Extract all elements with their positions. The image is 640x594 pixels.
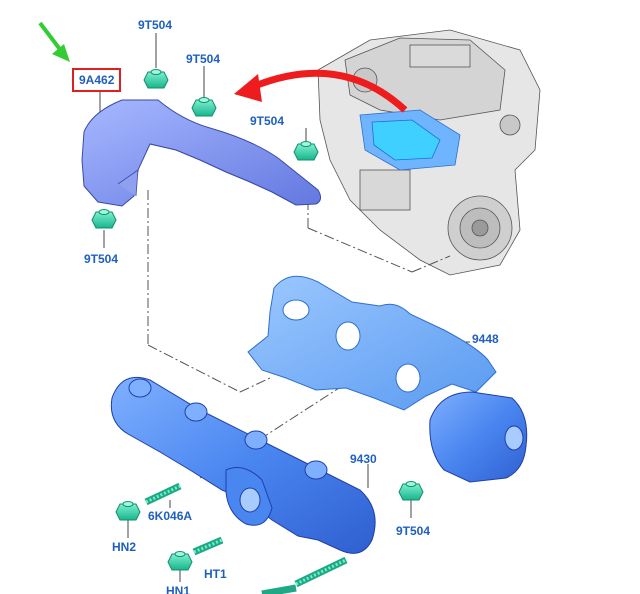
nut-lower-right — [398, 481, 424, 501]
gasket-part — [247, 275, 497, 411]
stud-ht1 — [192, 536, 224, 556]
red-curved-arrow-icon — [234, 69, 408, 113]
stud-lower — [294, 556, 348, 588]
nut-right-label[interactable]: 9T504 — [250, 114, 285, 128]
engine-illustration — [317, 29, 541, 276]
nut-left-label[interactable]: 9T504 — [84, 252, 119, 266]
nut-top-left — [143, 69, 169, 89]
studs — [144, 482, 348, 594]
nut-left — [91, 209, 117, 229]
nut-lower-right-label[interactable]: 9T504 — [396, 524, 431, 538]
nut-top-left-label[interactable]: 9T504 — [138, 18, 173, 32]
nuts — [91, 69, 424, 571]
stud-ht1-label[interactable]: HT1 — [204, 567, 227, 581]
nut-right — [293, 141, 319, 161]
green-arrow-icon — [38, 21, 70, 62]
heat-shield-label: 9A462 — [79, 73, 115, 87]
stud-bottom — [261, 584, 297, 594]
heat-shield-callout[interactable]: 9A462 — [72, 68, 122, 92]
gasket-label[interactable]: 9448 — [472, 332, 499, 346]
exhaust-manifold-part — [110, 376, 528, 554]
nut-hn2 — [115, 501, 141, 521]
heat-shield-part — [81, 99, 322, 207]
leader-lines — [99, 33, 470, 582]
nut-top-mid-label[interactable]: 9T504 — [186, 52, 221, 66]
nut-hn1-label[interactable]: HN1 — [166, 584, 191, 594]
nut-top-mid — [191, 97, 217, 117]
stud-a-label[interactable]: 6K046A — [148, 509, 193, 523]
manifold-label[interactable]: 9430 — [350, 452, 377, 466]
nut-hn1 — [167, 551, 193, 571]
stud-6k046a — [144, 482, 182, 506]
nut-hn2-label[interactable]: HN2 — [112, 540, 137, 554]
